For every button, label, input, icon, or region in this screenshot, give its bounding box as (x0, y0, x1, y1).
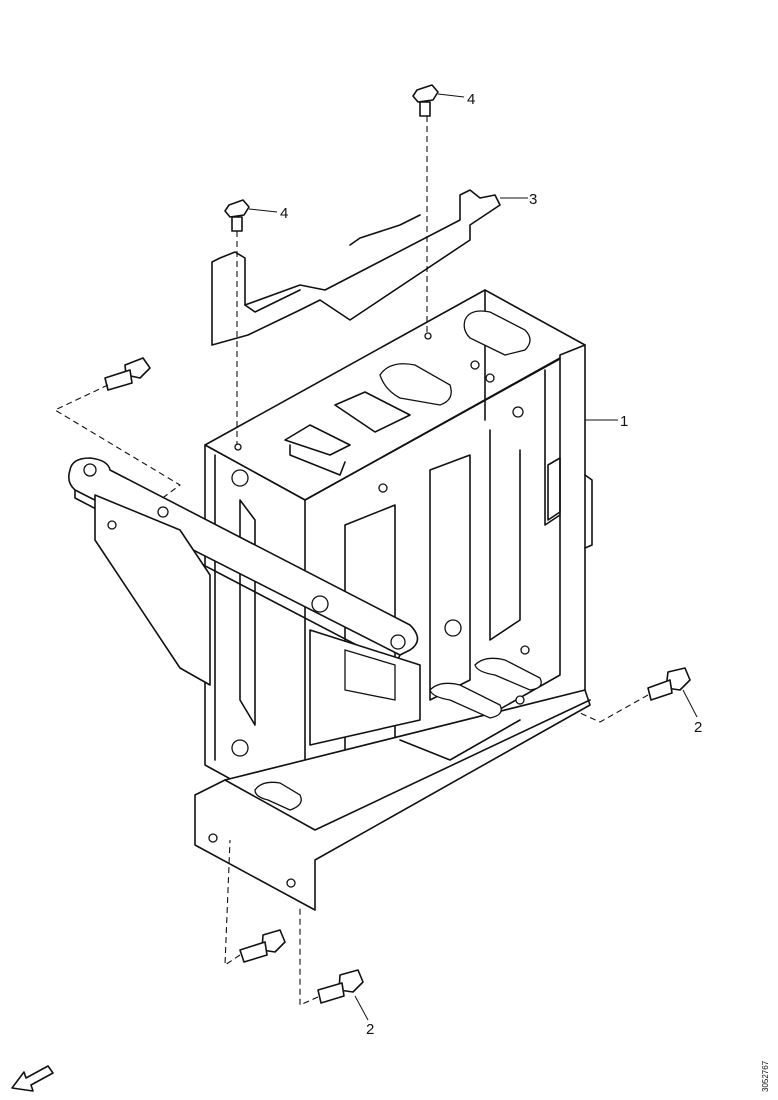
figure-code: 3052767 (761, 1060, 770, 1092)
bolt-upper-left (104, 357, 151, 391)
callout-part-4-lower: 4 (280, 205, 288, 222)
bolt-lower-left (239, 929, 286, 963)
callout-part-2-bottom: 2 (366, 1021, 374, 1038)
callout-part-3: 3 (529, 191, 537, 208)
leader-lines (248, 93, 698, 1021)
front-direction-arrow-icon (11, 1065, 54, 1092)
callout-part-2-right: 2 (694, 719, 702, 736)
bracket-frame (194, 289, 593, 911)
bolt-4-upper (412, 84, 439, 117)
assembly-lines (53, 116, 649, 1006)
callout-part-4-upper: 4 (467, 91, 475, 108)
front-strap (68, 457, 421, 746)
bolt-2-right (647, 667, 691, 701)
bolt-4-lower (224, 199, 250, 232)
bolt-2-bottom (317, 969, 364, 1004)
callout-part-1: 1 (620, 413, 628, 430)
top-clamp-bracket (211, 189, 501, 346)
